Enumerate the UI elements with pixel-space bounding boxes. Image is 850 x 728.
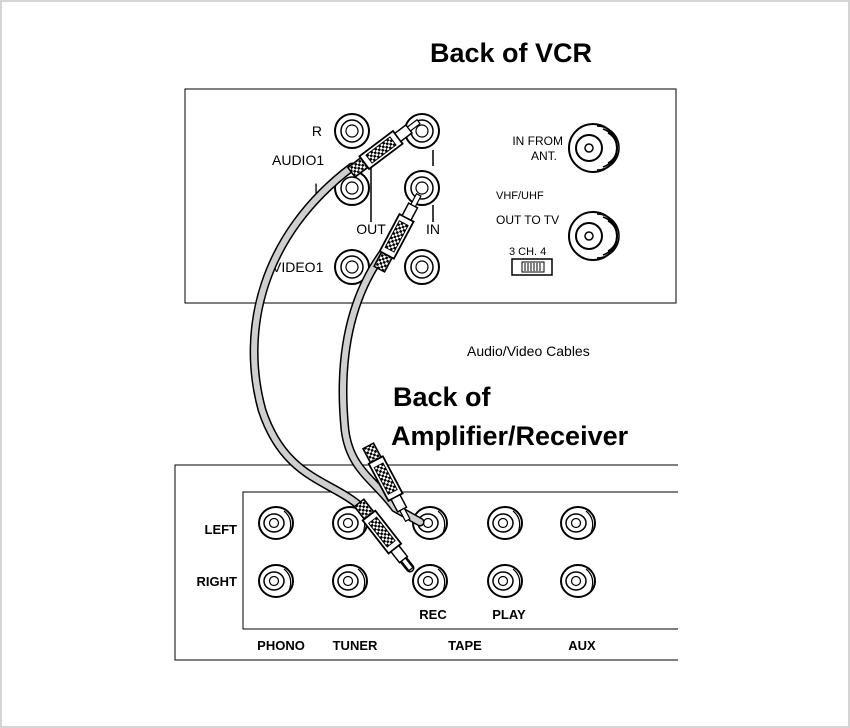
vcr-out-label: OUT (356, 221, 386, 237)
ant-label: ANT. (531, 149, 557, 163)
audio-cable-top-plug (346, 118, 421, 179)
audio-cable[interactable] (249, 115, 423, 574)
in-from-label: IN FROM (512, 134, 563, 148)
vcr-title: Back of VCR (430, 38, 592, 68)
amp-title-line2: Amplifier/Receiver (391, 421, 629, 451)
ant-in-coax-jack[interactable] (568, 123, 620, 173)
vcr-in-label: IN (426, 221, 440, 237)
left-row-label: LEFT (205, 522, 238, 537)
vhf-uhf-label: VHF/UHF (496, 190, 544, 202)
tape-play-left-jack[interactable] (487, 506, 523, 540)
tape-label: TAPE (448, 638, 482, 653)
phono-left-jack[interactable] (258, 506, 294, 540)
vcr-audio-out-r-jack[interactable] (334, 113, 370, 149)
amp-outer-panel (174, 464, 678, 661)
channel-switch[interactable] (511, 258, 553, 276)
vcr-l-label: L (314, 180, 322, 196)
tuner-right-jack[interactable] (332, 564, 368, 598)
tape-rec-right-jack[interactable] (412, 564, 448, 598)
vcr-r-label: R (312, 123, 322, 139)
video-cable-bottom-plug (361, 442, 411, 523)
ch-switch-label: 3 CH. 4 (509, 246, 546, 258)
audio-cable-bottom-plug (353, 498, 414, 572)
vcr-video1-label: VIDEO1 (272, 259, 324, 275)
amp-title-line1: Back of (393, 382, 492, 412)
cables-label: Audio/Video Cables (467, 343, 590, 359)
video-cable[interactable] (338, 191, 426, 527)
tape-play-right-jack[interactable] (487, 564, 523, 598)
vcr-audio1-label: AUDIO1 (272, 152, 324, 168)
phono-right-jack[interactable] (258, 564, 294, 598)
aux-left-jack[interactable] (560, 506, 596, 540)
amp-inner-panel (242, 491, 678, 630)
out-to-tv-label: OUT TO TV (496, 213, 559, 227)
play-label: PLAY (492, 607, 526, 622)
tv-out-coax-jack[interactable] (568, 211, 620, 261)
vcr-audio-in-l-jack[interactable] (404, 170, 440, 206)
right-row-label: RIGHT (197, 574, 238, 589)
rec-label: REC (419, 607, 447, 622)
aux-right-jack[interactable] (560, 564, 596, 598)
phono-label: PHONO (257, 638, 305, 653)
aux-label: AUX (568, 638, 596, 653)
vcr-video-in-jack[interactable] (404, 249, 440, 285)
video-cable-top-plug (372, 192, 422, 273)
tuner-label: TUNER (333, 638, 378, 653)
